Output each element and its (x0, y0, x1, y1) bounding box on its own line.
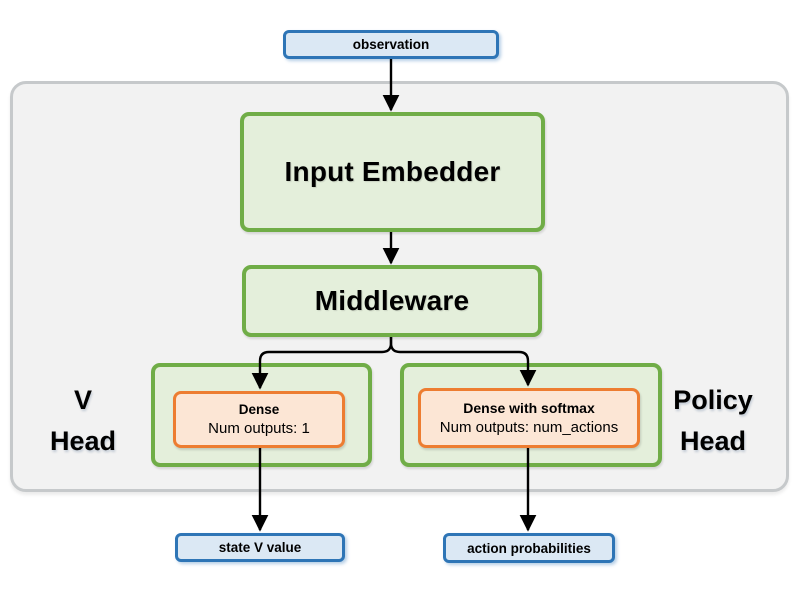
policy-head-dense-node: Dense with softmax Num outputs: num_acti… (418, 388, 640, 448)
action-probabilities-label: action probabilities (467, 540, 591, 556)
v-head-dense-node: Dense Num outputs: 1 (173, 391, 345, 448)
v-head-label-line1: V (73, 385, 92, 415)
v-head-dense-subtitle: Num outputs: 1 (208, 420, 310, 437)
policy-head-label-line1: Policy (673, 385, 753, 415)
policy-head-label-line2: Head (679, 426, 747, 456)
policy-head-label: Policy Head (652, 380, 774, 462)
state-v-value-label: state V value (218, 540, 302, 555)
middleware-node: Middleware (242, 265, 542, 337)
state-v-value-node: state V value (175, 533, 345, 562)
input-embedder-node: Input Embedder (240, 112, 545, 232)
observation-node: observation (283, 30, 499, 59)
action-probabilities-node: action probabilities (443, 533, 615, 563)
input-embedder-label: Input Embedder (284, 156, 501, 187)
v-head-label-line2: Head (49, 426, 117, 456)
v-head-dense-title: Dense (238, 402, 280, 417)
v-head-label: V Head (23, 380, 143, 462)
middleware-label: Middleware (314, 285, 470, 316)
policy-head-dense-subtitle: Num outputs: num_actions (439, 418, 619, 436)
observation-label: observation (352, 37, 430, 52)
policy-head-dense-title: Dense with softmax (463, 399, 595, 416)
